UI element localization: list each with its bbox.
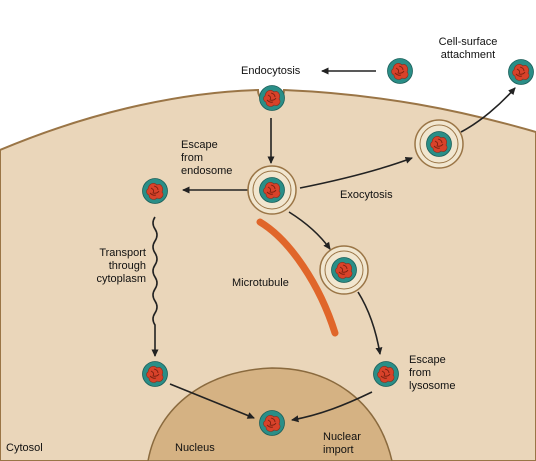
arrow-exit-cell (460, 87, 516, 133)
arrow-to-lysosome (288, 211, 331, 250)
virus-particle-exocytic (426, 131, 452, 157)
virus-particle-outside-right (508, 59, 534, 85)
virus-particle-attachment (387, 58, 413, 84)
arrow-transport-wavy (151, 216, 159, 357)
arrow-exocytosis (299, 157, 413, 189)
label-exocytosis: Exocytosis (340, 189, 393, 201)
microtubule-shape (256, 218, 339, 337)
label-nucleus: Nucleus (175, 442, 215, 454)
virus-particle-escaped-endosome (142, 178, 168, 204)
label-endocytosis: Endocytosis (241, 65, 301, 77)
virus-particle-endocytic-pit (259, 85, 285, 111)
arrow-to-escape-lysosome (357, 291, 383, 355)
arrow-nuclear-import-left (169, 383, 255, 419)
virus-particle-cytoplasm (142, 361, 168, 387)
label-transport-through-cytoplasm: Transport through cytoplasm (96, 247, 146, 285)
virus-particle-escaped-lysosome (373, 361, 399, 387)
label-nuclear-import: Nuclear import (323, 431, 361, 456)
virus-particle-endosome (259, 177, 285, 203)
arrow-nuclear-import-right (291, 391, 373, 423)
virus-particle-nucleus (259, 410, 285, 436)
label-escape-from-lysosome: Escape from lysosome (409, 354, 456, 392)
label-microtubule: Microtubule (232, 277, 289, 289)
label-escape-from-endosome: Escape from endosome (181, 139, 233, 177)
label-cytosol: Cytosol (6, 442, 43, 454)
virus-particle-lysosome (331, 257, 357, 283)
label-cell-surface-attachment: Cell-surface attachment (438, 36, 498, 61)
